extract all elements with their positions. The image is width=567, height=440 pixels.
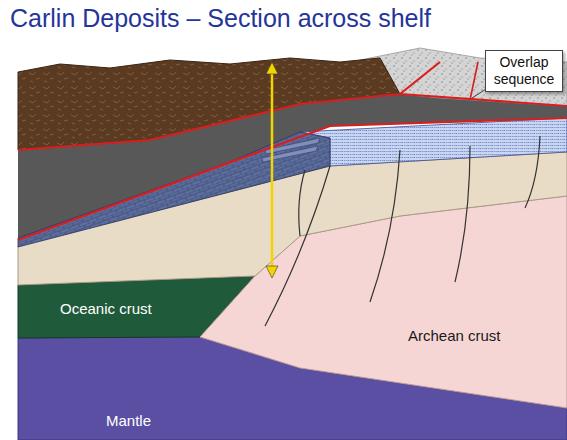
region-label: Mantle: [106, 412, 151, 429]
callout-box: Overlap sequence: [485, 50, 563, 92]
region-label: Oceanic crust: [60, 300, 152, 317]
diagram-title: Carlin Deposits – Section across shelf: [10, 4, 431, 33]
callout-text: Overlap sequence: [486, 54, 562, 88]
region-label: Archean crust: [408, 327, 501, 344]
